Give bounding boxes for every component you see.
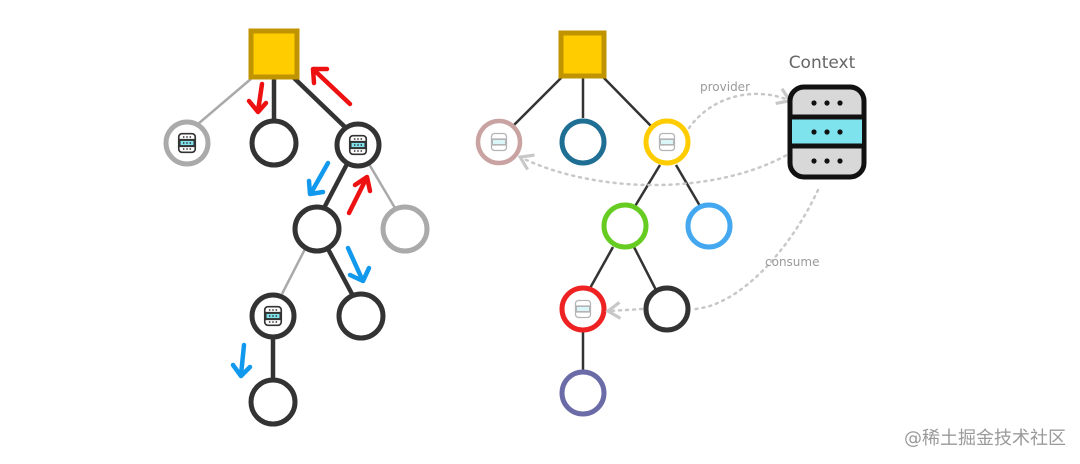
- red-arrow-down: [246, 81, 269, 115]
- edge-yellow-to-green-node: [632, 164, 662, 209]
- edge-yellow-to-blue-node: [674, 164, 702, 207]
- database-icon: [263, 305, 283, 327]
- blue-arrow-to-bottom: [230, 342, 253, 379]
- left-provider-db-node: [334, 121, 382, 169]
- left-tree: [163, 28, 430, 427]
- provider-label: provider: [700, 80, 750, 94]
- edge-provider-to-level3-node: [322, 162, 349, 210]
- left-root-square: [248, 28, 300, 80]
- right-green-node: [601, 202, 649, 250]
- edge-root-to-provider-node: [292, 76, 347, 129]
- database-icon: [574, 299, 592, 319]
- database-icon: [348, 134, 368, 156]
- right-teal-node: [559, 118, 607, 166]
- left-level3-node: [292, 204, 342, 254]
- left-db-node-level4: [249, 292, 297, 340]
- right-red-consumer-node: [559, 285, 607, 333]
- edge-level3-to-right-node: [326, 247, 354, 296]
- edge-root-to-db-node: [197, 77, 253, 125]
- provide-back-connector: [517, 150, 794, 187]
- edge-root-to-pink-node: [512, 76, 563, 127]
- provider-connector: [687, 87, 793, 130]
- database-icon: [658, 132, 676, 152]
- dotted-connectors: [517, 87, 820, 320]
- left-middle-node: [249, 118, 299, 168]
- consume-label: consume: [765, 255, 819, 269]
- edge-level3-to-db-node: [280, 248, 307, 295]
- red-arrow-up-to-provider: [346, 174, 373, 216]
- right-blue-node: [685, 202, 733, 250]
- blue-arrow-level3-to-right: [345, 245, 372, 284]
- right-root-square: [558, 30, 607, 79]
- database-icon: [177, 132, 197, 154]
- left-db-node-gray: [163, 119, 211, 167]
- edge-root-to-yellow-node: [602, 76, 652, 127]
- right-pink-db-node: [475, 118, 523, 166]
- context-title: Context: [789, 53, 856, 73]
- right-yellow-provider-node: [643, 118, 691, 166]
- right-tree: [475, 30, 733, 417]
- red-arrow-up-to-root: [310, 66, 353, 107]
- context-database-icon: [787, 84, 867, 180]
- edge-green-to-dark-node: [632, 246, 658, 291]
- consume-to-red-connector: [605, 301, 644, 320]
- left-gray-leaf-node: [380, 204, 430, 254]
- right-tree-edges: [512, 76, 702, 371]
- left-bottom-node: [248, 377, 298, 427]
- edge-green-to-red-node: [587, 246, 615, 291]
- right-dark-node: [643, 285, 691, 333]
- watermark-text: @稀土掘金技术社区: [904, 428, 1066, 449]
- left-level4-right-node: [336, 291, 386, 341]
- blue-arrow-provider-to-level3: [306, 160, 331, 197]
- database-icon: [490, 132, 508, 152]
- left-tree-edges: [197, 76, 397, 380]
- edge-provider-to-gray-node: [367, 163, 397, 209]
- consume-connector: [693, 188, 820, 311]
- right-purple-node: [559, 369, 607, 417]
